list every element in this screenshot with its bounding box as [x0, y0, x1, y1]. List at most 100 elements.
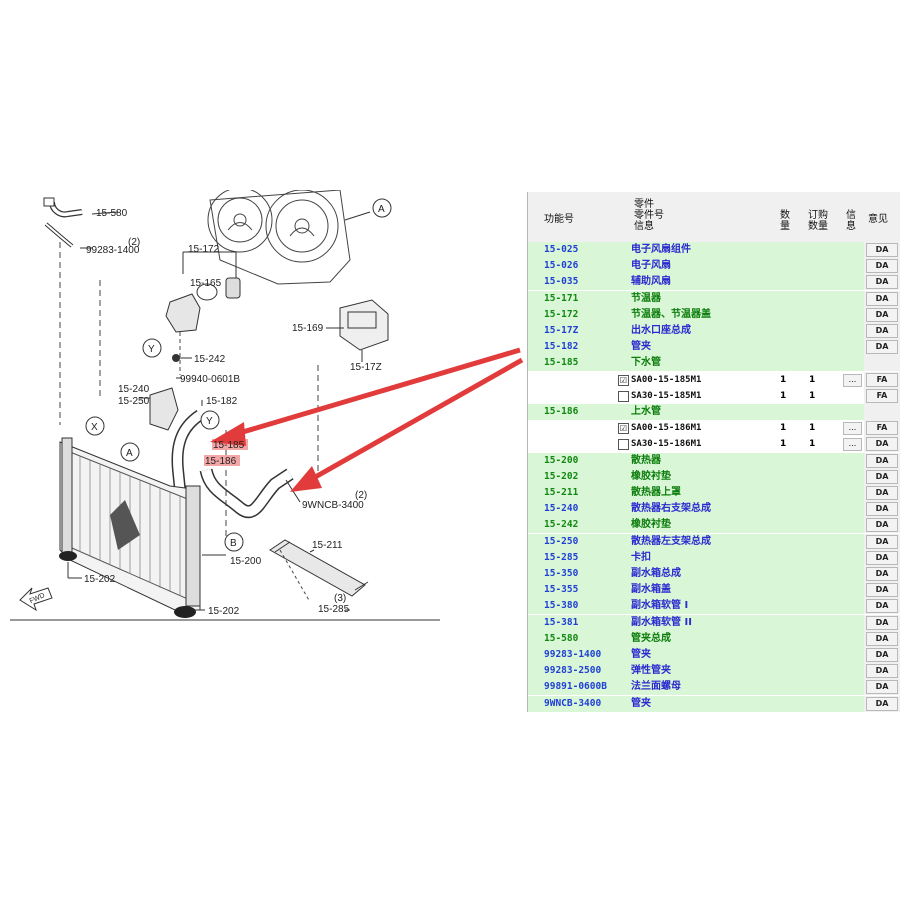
note-button[interactable]: FA — [866, 421, 898, 436]
order-quantity-value[interactable]: 1 — [809, 374, 816, 385]
quantity-value: 1 — [780, 390, 787, 401]
note-button[interactable]: DA — [866, 518, 898, 533]
note-button[interactable]: DA — [866, 615, 898, 630]
function-code-cell: 15-172 — [528, 306, 614, 323]
note-button[interactable]: DA — [866, 583, 898, 598]
note-button[interactable]: DA — [866, 469, 898, 484]
header-function-no[interactable]: 功能号 — [544, 214, 574, 225]
note-button[interactable]: DA — [866, 648, 898, 662]
label-15-250: 15-250 — [118, 396, 150, 407]
note-button[interactable]: DA — [866, 291, 898, 306]
note-button[interactable]: DA — [866, 680, 898, 695]
parts-diagram: 15-580 (2) 99283-1400 15-172 15-165 15-1… — [0, 190, 530, 630]
note-button[interactable]: DA — [866, 502, 898, 517]
part-number: SA00-15-185M1 — [631, 374, 702, 385]
part-name-cell: 副水箱总成 — [614, 566, 864, 582]
note-button[interactable]: DA — [866, 340, 898, 355]
function-code-cell: 15-026 — [528, 258, 614, 275]
note-button[interactable]: DA — [866, 453, 898, 468]
circle-label-y2: Y — [206, 416, 213, 427]
function-code-cell: 9WNCB-3400 — [528, 695, 614, 712]
note-button[interactable]: DA — [866, 437, 898, 452]
note-button[interactable]: DA — [866, 275, 898, 290]
part-number: SA30-15-185M1 — [631, 390, 702, 401]
info-ellipsis-button[interactable]: ... — [843, 422, 862, 436]
note-button[interactable]: DA — [866, 664, 898, 679]
note-button[interactable]: DA — [866, 599, 898, 614]
label-15-202-bottom: 15-202 — [208, 606, 240, 617]
select-checkbox[interactable]: ☑ — [618, 423, 629, 435]
highlight-15-185 — [212, 439, 248, 450]
part-name-cell: 节温器 — [614, 290, 864, 307]
note-button[interactable]: DA — [866, 631, 898, 646]
info-ellipsis-button[interactable]: ... — [843, 373, 862, 387]
function-code-cell: 15-580 — [528, 630, 614, 647]
note-button[interactable]: DA — [866, 243, 898, 257]
note-button[interactable]: FA — [866, 372, 898, 387]
part-name-cell — [614, 387, 864, 404]
order-quantity-value[interactable]: 1 — [809, 390, 816, 401]
function-code-cell: 15-250 — [528, 533, 614, 550]
function-code-cell: 99283-2500 — [528, 663, 614, 680]
header-quantity[interactable]: 数 量 — [780, 210, 790, 232]
part-name-cell: 电子风扇 — [614, 258, 864, 275]
note-button[interactable]: DA — [866, 259, 898, 274]
note-button[interactable]: FA — [866, 388, 898, 403]
label-15-186: 15-186 — [205, 456, 237, 467]
part-name-cell: 卡扣 — [614, 549, 864, 566]
note-button[interactable]: DA — [866, 696, 898, 711]
label-15-165: 15-165 — [190, 278, 222, 289]
info-ellipsis-button[interactable]: ... — [843, 438, 862, 452]
select-checkbox[interactable] — [618, 439, 629, 451]
select-checkbox[interactable] — [618, 390, 629, 402]
header-part-info[interactable]: 零件 零件号 信息 — [634, 199, 664, 232]
note-button[interactable]: DA — [866, 307, 898, 322]
part-name-cell: 下水管 — [614, 355, 864, 372]
note-button[interactable]: DA — [866, 550, 898, 565]
note-button[interactable]: DA — [866, 534, 898, 549]
order-quantity-value[interactable]: 1 — [809, 439, 816, 450]
order-quantity-value[interactable]: 1 — [809, 423, 816, 434]
part-name-cell: 散热器 — [614, 452, 864, 469]
header-info[interactable]: 信 息 — [846, 210, 856, 232]
circle-label-y1: Y — [148, 344, 155, 355]
note-button[interactable]: DA — [866, 324, 898, 338]
function-code-cell: 15-182 — [528, 339, 614, 356]
part-name-cell: 上水管 — [614, 404, 864, 420]
note-button[interactable]: DA — [866, 486, 898, 500]
part-name-cell: 辅助风扇 — [614, 274, 864, 291]
part-variant-row[interactable]: FA SA30-15-185M1 1 1 — [528, 387, 900, 404]
header-note[interactable]: 意见 — [868, 214, 888, 225]
select-checkbox[interactable]: ☑ — [618, 374, 629, 386]
note-button[interactable]: DA — [866, 567, 898, 581]
header-order-quantity[interactable]: 订购 数量 — [808, 210, 828, 232]
